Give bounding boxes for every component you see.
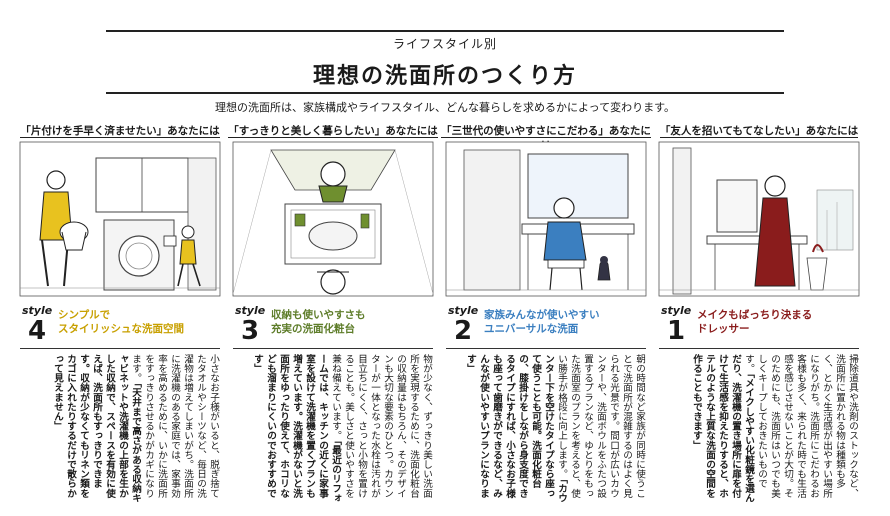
divider [20,348,220,349]
body-text: 物が少なく、ずっきり美しい洗面所を実現するために、洗面化粧台の収納量はもちろん、… [252,354,432,503]
style-number: 1 [667,316,686,346]
style-number: 4 [28,316,47,346]
style-label: style [448,304,479,317]
title-rule [106,92,784,94]
dresser-illustration [658,141,860,297]
style-title: メイクもばっちり決まるドレッサー [697,309,813,335]
vanity-top-view-illustration [232,141,434,297]
style-label: style [661,304,692,317]
divider [659,348,859,349]
body-text: 掃除道具や洗剤のストックなど、洗面所に置かれる物は種類も多く、とかく生活感が出や… [691,354,858,503]
style-3-column: 「すっきりと美しく暮らしたい」あなたには style 3 収納も使いやすさも充実… [227,118,439,516]
top-rule [106,30,784,32]
body-text: 朝の時間など家族が同時に使うことで洗面所が混雑するのはよく見られる光景です。間口… [465,354,645,503]
style-title: 収納も使いやすさも充実の洗面化粧台 [271,309,366,335]
column-heading: 「すっきりと美しく暮らしたい」あなたには [228,125,438,138]
style-number: 3 [241,316,260,346]
page-title: 理想の洗面所のつくり方 [312,64,577,89]
style-title: シンプルでスタイリッシュな洗面空間 [58,309,184,335]
style-title: 家族みんなが使いやすいユニバーサルな洗面 [484,309,600,335]
style-4-column: 「片付けを手早く済ませたい」あなたには style 4 シンプルでスタイリッシュ… [14,118,226,516]
divider [446,348,646,349]
style-label: style [235,304,266,317]
style-number: 2 [454,316,473,346]
page-subtitle: ライフスタイル別 [392,37,497,51]
column-heading: 「片付けを手早く済ませたい」あなたには [20,125,220,138]
universal-washroom-illustration [445,141,647,297]
divider [233,348,433,349]
intro-text: 理想の洗面所は、家族構成やライフスタイル、どんな暮らしを求めるかによって変わりま… [214,101,676,114]
laundry-room-illustration [19,141,221,297]
style-2-column: 「三世代の使いやすさにこだわる」あなたには style 2 家族みんなが使いやす… [440,118,652,516]
style-label: style [22,304,53,317]
column-heading: 「友人を招いてもてなしたい」あなたには [659,125,859,138]
body-text: 小さなお子様がいると、脱ぎ捨てたタオルやシーツなど、毎日の洗濯物は増えてしまいが… [52,354,219,503]
style-1-column: 「友人を招いてもてなしたい」あなたには style 1 メイクもばっちり決まるド… [653,118,865,516]
